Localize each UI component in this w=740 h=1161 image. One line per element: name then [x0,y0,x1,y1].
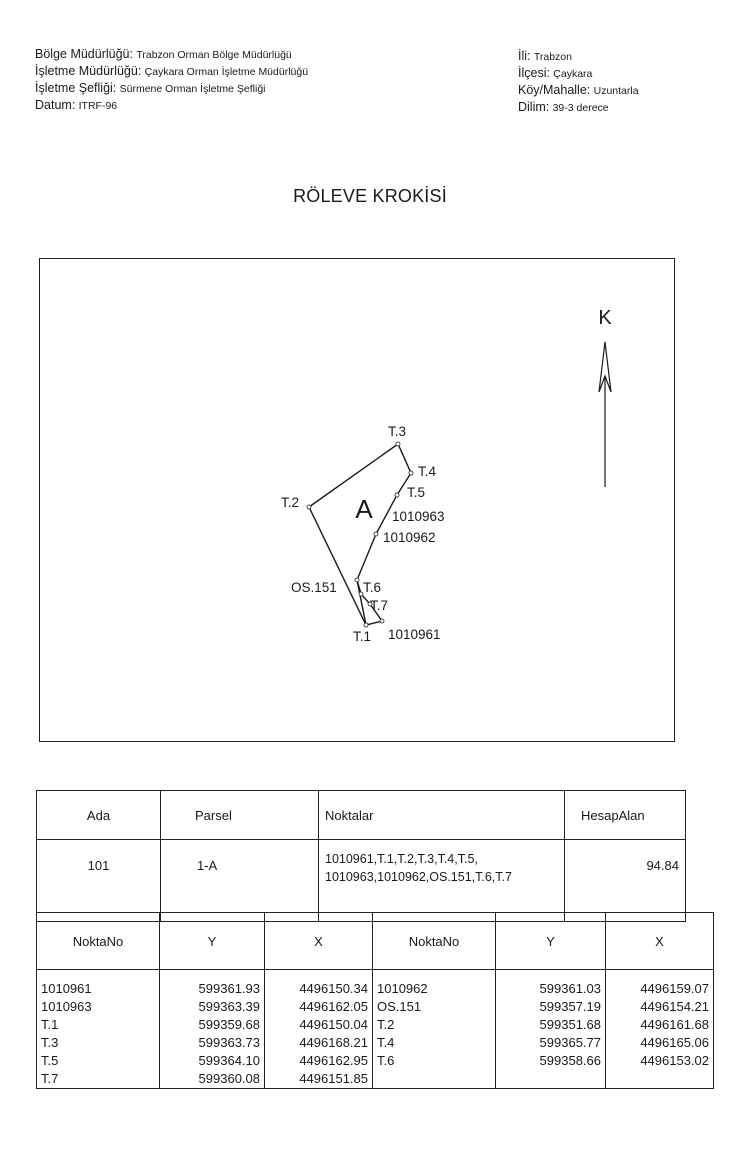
list-item: 599360.08 [198,1071,260,1086]
col-hesapalan: HesapAlan [564,790,686,840]
point-label-t1: T.1 [353,629,371,644]
list-item: 4496168.21 [299,1035,368,1050]
sketch-frame [39,258,675,742]
cell-ada: 101 [36,839,161,922]
col-ada: Ada [36,790,161,840]
cell-x-right: 4496159.07 4496154.21 4496161.68 4496165… [605,969,714,1089]
list-item: T.4 [377,1035,395,1050]
point-label-t5: T.5 [407,485,425,500]
cell-y-left: 599361.93 599363.39 599359.68 599363.73 … [159,969,265,1089]
sketch-drawing: K A T.3 T.4 T.5 T.2 1010963 1010962 OS.1… [281,307,612,644]
list-item: 599363.73 [198,1035,260,1050]
point-label-1010961: 1010961 [388,627,441,642]
header-row-datum: Datum: ITRF-96 [35,98,118,112]
point-label-1010963: 1010963 [392,509,445,524]
col-y: Y [495,912,606,970]
cell-noktalar: 1010961,T.1,T.2,T.3,T.4,T.5, 1010963,101… [318,839,565,922]
list-item: T.3 [41,1035,59,1050]
point-label-t6: T.6 [363,580,381,595]
header-left: Bölge Müdürlüğü: Trabzon Orman Bölge Müd… [35,46,308,114]
list-item: 4496151.85 [299,1071,368,1086]
col-y: Y [159,912,265,970]
header-row-koy: Köy/Mahalle: Uzuntarla [518,83,639,97]
list-item: T.7 [41,1071,59,1086]
list-item: T.6 [377,1053,395,1068]
vertex-markers [306,441,414,628]
point-label-t3: T.3 [388,424,406,439]
header-row-bolge: Bölge Müdürlüğü: Trabzon Orman Bölge Müd… [35,47,292,61]
header-row-seflik: İşletme Şefliği: Sürmene Orman İşletme Ş… [35,81,266,95]
col-x: X [264,912,373,970]
list-item: T.5 [41,1053,59,1068]
list-item: 4496162.05 [299,999,368,1014]
cell-noktano-left: 1010961 1010963 T.1 T.3 T.5 T.7 [36,969,160,1089]
list-item: 4496165.06 [640,1035,709,1050]
list-item: 4496161.68 [640,1017,709,1032]
list-item: 599358.66 [539,1053,601,1068]
noktalar-line: 1010961,T.1,T.2,T.3,T.4,T.5, [325,852,478,866]
list-item: 4496150.04 [299,1017,368,1032]
list-item: 599361.03 [539,981,601,996]
point-label-os151: OS.151 [291,580,337,595]
header-right: İli: Trabzon İlçesi: Çaykara Köy/Mahalle… [518,48,639,116]
col-noktano: NoktaNo [372,912,496,970]
cell-parsel: 1-A [160,839,319,922]
list-item: 599361.93 [198,981,260,996]
col-parsel: Parsel [160,790,319,840]
list-item: 4496153.02 [640,1053,709,1068]
point-label-1010962: 1010962 [383,530,436,545]
north-arrow-icon [598,341,612,487]
list-item: 599359.68 [198,1017,260,1032]
list-item: 599351.68 [539,1017,601,1032]
list-item: 1010963 [41,999,92,1014]
list-item: 1010961 [41,981,92,996]
list-item: 4496159.07 [640,981,709,996]
col-noktalar: Noktalar [318,790,565,840]
table-row: 1010961 1010963 T.1 T.3 T.5 T.7 599361.9… [36,969,714,1089]
list-item: 599365.77 [539,1035,601,1050]
list-item: 599357.19 [539,999,601,1014]
point-label-t2: T.2 [281,495,299,510]
parcel-table-header: Ada Parsel Noktalar HesapAlan [36,790,686,840]
col-x: X [605,912,714,970]
list-item: 599363.39 [198,999,260,1014]
parcel-table: Ada Parsel Noktalar HesapAlan 101 1-A 10… [36,790,686,922]
list-item: 4496154.21 [640,999,709,1014]
header-row-il: İli: Trabzon [518,49,572,63]
list-item: 4496150.34 [299,981,368,996]
header-row-dilim: Dilim: 39-3 derece [518,100,609,114]
cell-x-left: 4496150.34 4496162.05 4496150.04 4496168… [264,969,373,1089]
coordinate-table-header: NoktaNo Y X NoktaNo Y X [36,912,714,970]
cell-noktano-right: 1010962 OS.151 T.2 T.4 T.6 [372,969,496,1089]
cell-hesapalan: 94.84 [564,839,686,922]
list-item: T.1 [41,1017,59,1032]
header-row-ilce: İlçesi: Çaykara [518,66,593,80]
list-item: 4496162.95 [299,1053,368,1068]
list-item: 599364.10 [198,1053,260,1068]
table-row: 101 1-A 1010961,T.1,T.2,T.3,T.4,T.5, 101… [36,839,686,922]
list-item: 1010962 [377,981,428,996]
point-label-t4: T.4 [418,464,437,479]
parcel-label: A [355,494,373,524]
north-label: K [598,307,612,329]
cell-y-right: 599361.03 599357.19 599351.68 599365.77 … [495,969,606,1089]
list-item: T.2 [377,1017,395,1032]
noktalar-line: 1010963,1010962,OS.151,T.6,T.7 [325,870,512,884]
coordinate-table: NoktaNo Y X NoktaNo Y X 1010961 1010963 … [36,912,714,1089]
header-row-isletme: İşletme Müdürlüğü: Çaykara Orman İşletme… [35,64,309,78]
page-title: RÖLEVE KROKİSİ [293,186,447,206]
col-noktano: NoktaNo [36,912,160,970]
list-item: OS.151 [377,999,422,1014]
point-label-t7: T.7 [370,598,388,613]
